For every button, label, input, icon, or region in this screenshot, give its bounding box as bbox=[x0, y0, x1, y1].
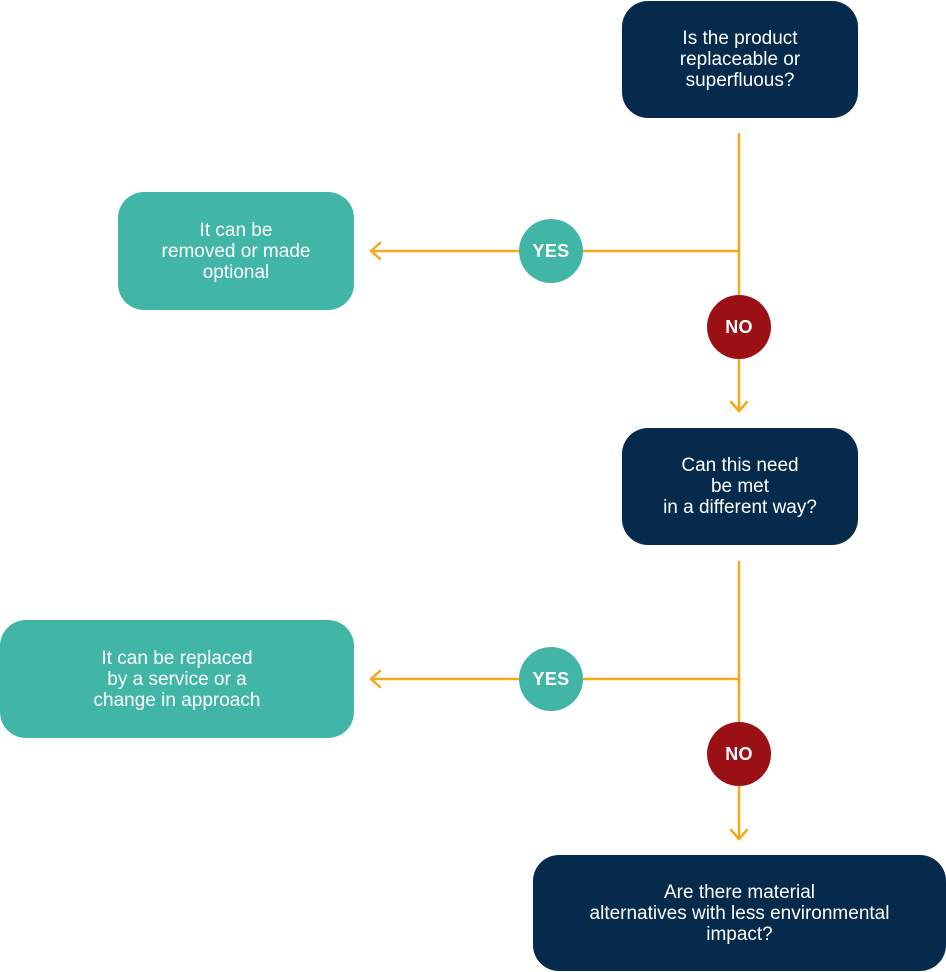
arrowhead-yes-1 bbox=[369, 241, 382, 261]
question-need-met-differently: Can this need be met in a different way? bbox=[622, 428, 858, 545]
outcome-replaced-by-service: It can be replaced by a service or a cha… bbox=[0, 620, 354, 738]
question-material-alternatives: Are there material alternatives with les… bbox=[533, 855, 946, 971]
question-replaceable-or-superfluous: Is the product replaceable or superfluou… bbox=[622, 1, 858, 118]
arrowhead-yes-2 bbox=[369, 669, 382, 689]
arrowhead-no-1 bbox=[729, 400, 749, 413]
yes-badge-1: YES bbox=[519, 219, 583, 283]
no-badge-2: NO bbox=[707, 722, 771, 786]
yes-badge-2: YES bbox=[519, 647, 583, 711]
outcome-removed-or-optional: It can be removed or made optional bbox=[118, 192, 354, 310]
no-badge-1: NO bbox=[707, 295, 771, 359]
arrowhead-no-2 bbox=[729, 828, 749, 841]
